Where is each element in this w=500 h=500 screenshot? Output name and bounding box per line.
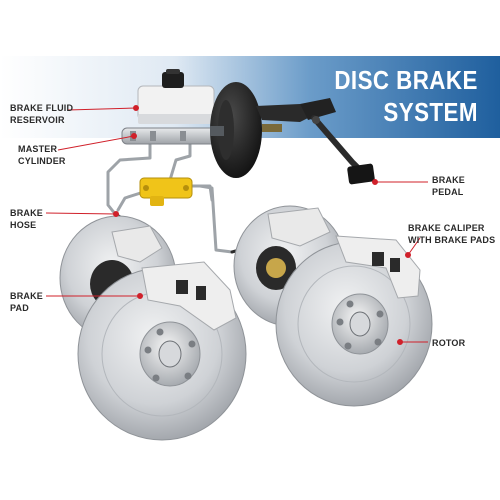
brake-pedal-assembly: [300, 98, 375, 185]
label-brake-pedal-line1: BRAKE: [432, 175, 466, 185]
brake-booster: [210, 82, 312, 178]
label-brake-pedal-line2: PEDAL: [432, 187, 464, 197]
label-brake-hose: BRAKE HOSE: [10, 207, 43, 231]
title-line-1: DISC BRAKE: [334, 65, 478, 95]
label-brake-pad-line1: BRAKE: [10, 291, 44, 301]
brake-line-junction: [139, 177, 193, 206]
label-master-cylinder-line1: MASTER: [18, 144, 58, 154]
label-rotor-line1: ROTOR: [432, 338, 466, 348]
label-brake-pedal: BRAKE PEDAL: [432, 174, 465, 198]
label-brake-fluid-reservoir-line2: RESERVOIR: [10, 115, 65, 125]
label-master-cylinder: MASTER CYLINDER: [18, 143, 66, 167]
label-brake-fluid-reservoir-line1: BRAKE FLUID: [10, 103, 74, 113]
rear-caliper-right: [267, 207, 331, 247]
title-line-2: SYSTEM: [383, 97, 478, 127]
label-brake-fluid-reservoir: BRAKE FLUID RESERVOIR: [10, 102, 73, 126]
front-left-caliper: [141, 261, 237, 331]
label-brake-hose-line2: HOSE: [10, 220, 37, 230]
label-brake-caliper: BRAKE CALIPER WITH BRAKE PADS: [408, 222, 495, 246]
label-brake-caliper-line1: BRAKE CALIPER: [408, 223, 485, 233]
label-brake-hose-line1: BRAKE: [10, 208, 44, 218]
label-brake-pad: BRAKE PAD: [10, 290, 43, 314]
label-brake-caliper-line2: WITH BRAKE PADS: [408, 235, 496, 245]
leader-lines: [45, 105, 428, 345]
brake-fluid-reservoir: [137, 69, 215, 124]
front-right-caliper: [335, 235, 421, 299]
rear-caliper-left: [111, 225, 163, 263]
label-rotor: ROTOR: [432, 337, 465, 349]
label-master-cylinder-line2: CYLINDER: [18, 156, 66, 166]
label-brake-pad-line2: PAD: [10, 303, 29, 313]
